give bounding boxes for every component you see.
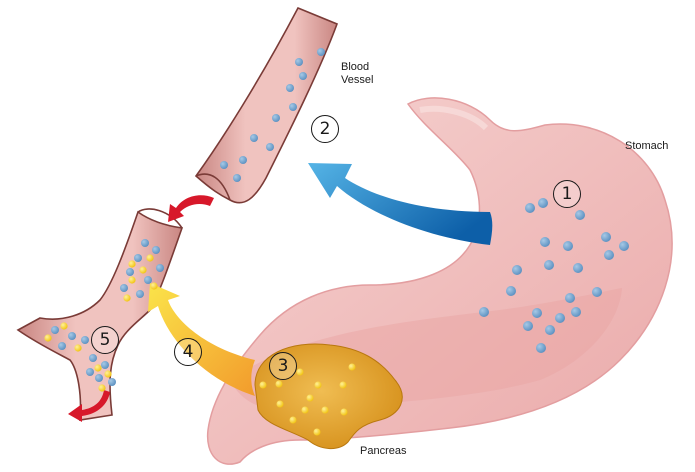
step-2-marker: 2 — [311, 115, 339, 143]
label-stomach: Stomach — [625, 140, 668, 153]
step-5-marker: 5 — [91, 326, 119, 354]
label-blood-vessel: Blood Vessel — [341, 61, 373, 87]
red-arrow-icon — [168, 195, 214, 222]
yellow-arrow-icon — [148, 283, 255, 396]
label-pancreas: Pancreas — [360, 445, 406, 458]
step-1-marker: 1 — [553, 180, 581, 208]
blue-arrow-icon — [308, 163, 492, 245]
step-4-marker: 4 — [174, 338, 202, 366]
step-3-marker: 3 — [269, 352, 297, 380]
